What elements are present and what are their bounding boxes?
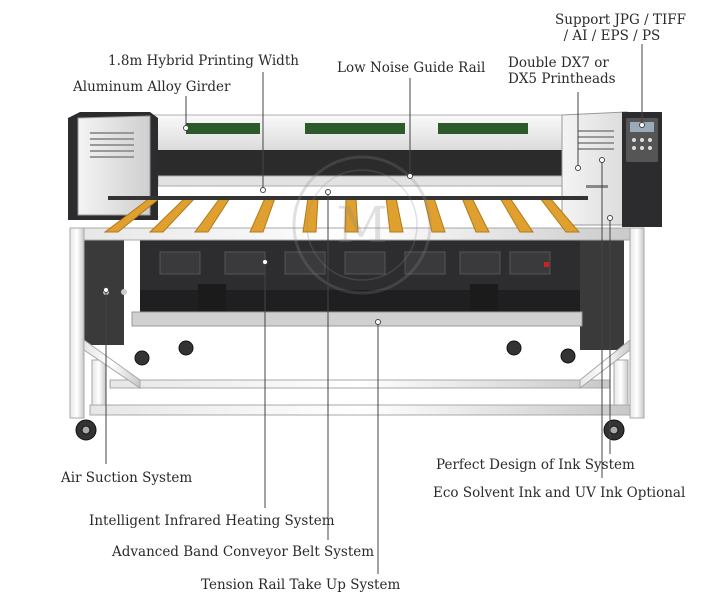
viewing-window-center <box>305 123 405 134</box>
label-ink-optional: Eco Solvent Ink and UV Ink Optional <box>433 485 686 501</box>
right-end-cap <box>561 111 662 227</box>
aluminum-frame <box>69 227 645 419</box>
label-air-suction: Air Suction System <box>61 470 193 486</box>
left-end-cap <box>68 112 158 220</box>
viewing-window-right <box>438 123 528 134</box>
label-girder: Aluminum Alloy Girder <box>73 79 231 95</box>
carriage-beam <box>149 114 571 187</box>
label-file-formats: Support JPG / TIFF / AI / EPS / PS <box>555 12 687 44</box>
casters <box>75 340 625 441</box>
leader-lines <box>105 44 643 574</box>
svg-text:M: M <box>336 196 387 254</box>
lower-body <box>131 240 583 327</box>
tension-rail <box>131 311 583 327</box>
label-tension-rail: Tension Rail Take Up System <box>201 577 401 593</box>
label-infrared: Intelligent Infrared Heating System <box>89 513 335 529</box>
viewing-window-left <box>186 123 260 134</box>
label-conveyor: Advanced Band Conveyor Belt System <box>112 544 375 560</box>
print-head-channel <box>150 150 570 180</box>
watermark-seal: M <box>292 155 432 295</box>
label-ink-design: Perfect Design of Ink System <box>436 457 635 473</box>
label-printheads: Double DX7 or DX5 Printheads <box>508 55 616 87</box>
conveyor-slats <box>103 196 588 233</box>
left-side-panel <box>84 230 124 345</box>
label-hybrid-width: 1.8m Hybrid Printing Width <box>108 53 299 69</box>
label-guide-rail: Low Noise Guide Rail <box>337 60 486 76</box>
leader-dots <box>103 122 645 325</box>
